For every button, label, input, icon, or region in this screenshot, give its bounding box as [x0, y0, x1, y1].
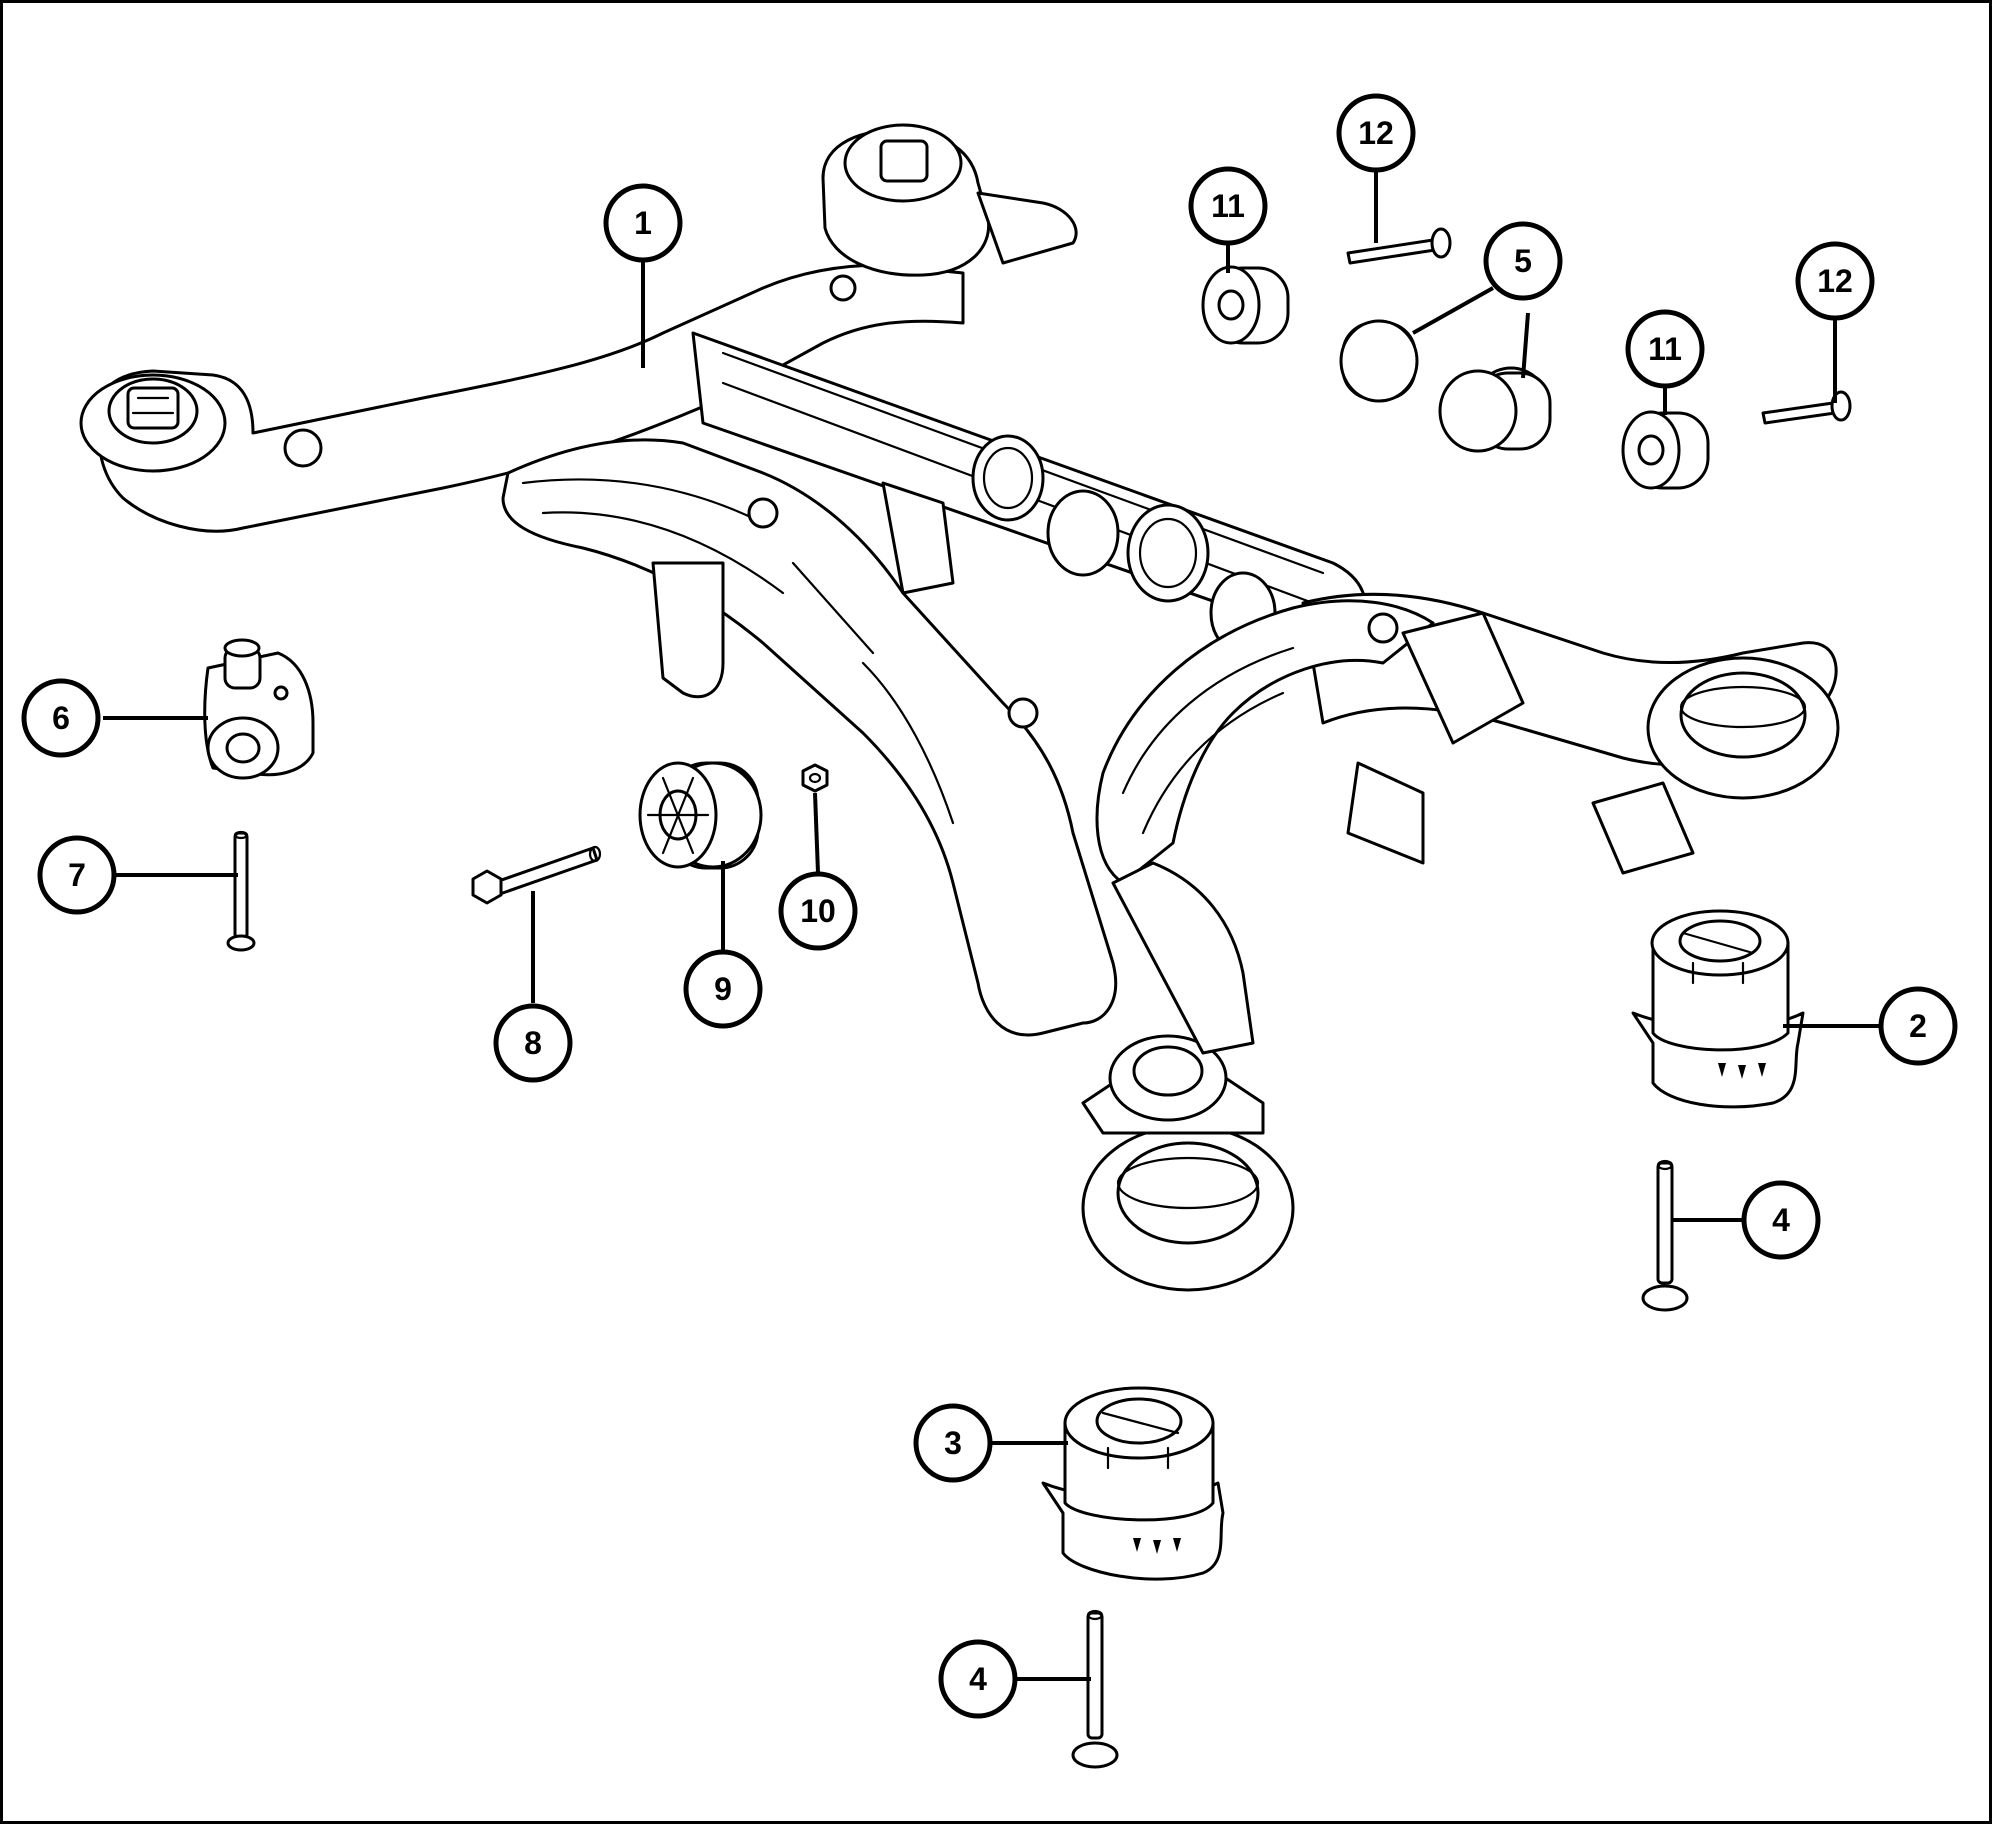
part-bushing-2 — [1631, 909, 1805, 1109]
callout-9-label: 9 — [714, 971, 732, 1007]
callout-11b-label: 11 — [1648, 331, 1682, 367]
callout-2: 2 — [1878, 986, 1958, 1066]
part-bolt-4b — [1071, 1609, 1119, 1769]
callout-2-label: 2 — [1909, 1008, 1927, 1044]
callout-6: 6 — [21, 678, 101, 758]
callout-11a: 11 — [1188, 166, 1268, 246]
diagram-drawing: 1 2 3 4 4 5 6 7 8 9 10 11 — [21, 93, 1958, 1769]
callout-8: 8 — [493, 1003, 573, 1083]
part-bushing-11b — [1621, 410, 1710, 490]
part-crossmember — [79, 123, 1840, 1292]
callout-10-label: 10 — [800, 893, 836, 929]
callout-5-label: 5 — [1514, 243, 1532, 279]
part-bushing-11a — [1201, 265, 1290, 345]
callout-1: 1 — [603, 183, 683, 263]
part-nut-10 — [801, 763, 829, 793]
part-bushing-9 — [638, 761, 763, 870]
callout-10: 10 — [778, 871, 858, 951]
callout-11a-label: 11 — [1211, 188, 1245, 224]
part-bracket-6 — [203, 638, 315, 780]
callout-4a-label: 4 — [1772, 1202, 1790, 1238]
part-bolt-8 — [471, 845, 602, 905]
callout-7: 7 — [37, 835, 117, 915]
callout-4a: 4 — [1741, 1180, 1821, 1260]
part-bolt-12b — [1761, 390, 1852, 425]
leader-5a — [1412, 286, 1494, 335]
callout-3-label: 3 — [944, 1425, 962, 1461]
callout-1-label: 1 — [634, 205, 652, 241]
callout-8-label: 8 — [524, 1025, 542, 1061]
callout-6-label: 6 — [52, 700, 70, 736]
callout-12a: 12 — [1336, 93, 1416, 173]
callout-7-label: 7 — [68, 857, 86, 893]
callout-3: 3 — [913, 1403, 993, 1483]
callout-4b-label: 4 — [969, 1661, 987, 1697]
leader-10 — [813, 792, 820, 874]
callout-9: 9 — [683, 949, 763, 1029]
part-bushing-3 — [1041, 1386, 1225, 1581]
callout-12b: 12 — [1795, 241, 1875, 321]
part-bolt-12a — [1346, 227, 1452, 265]
callout-12b-label: 12 — [1817, 263, 1853, 299]
part-bolt-4a — [1641, 1159, 1689, 1312]
callout-5: 5 — [1483, 221, 1563, 301]
callout-11b: 11 — [1625, 309, 1705, 389]
part-bolt-7 — [226, 830, 256, 952]
callout-12a-label: 12 — [1358, 115, 1394, 151]
leader-lines — [103, 168, 1883, 1681]
leader-5b — [1521, 312, 1530, 379]
part-bushing-5 — [1339, 319, 1552, 453]
callout-4b: 4 — [938, 1639, 1018, 1719]
